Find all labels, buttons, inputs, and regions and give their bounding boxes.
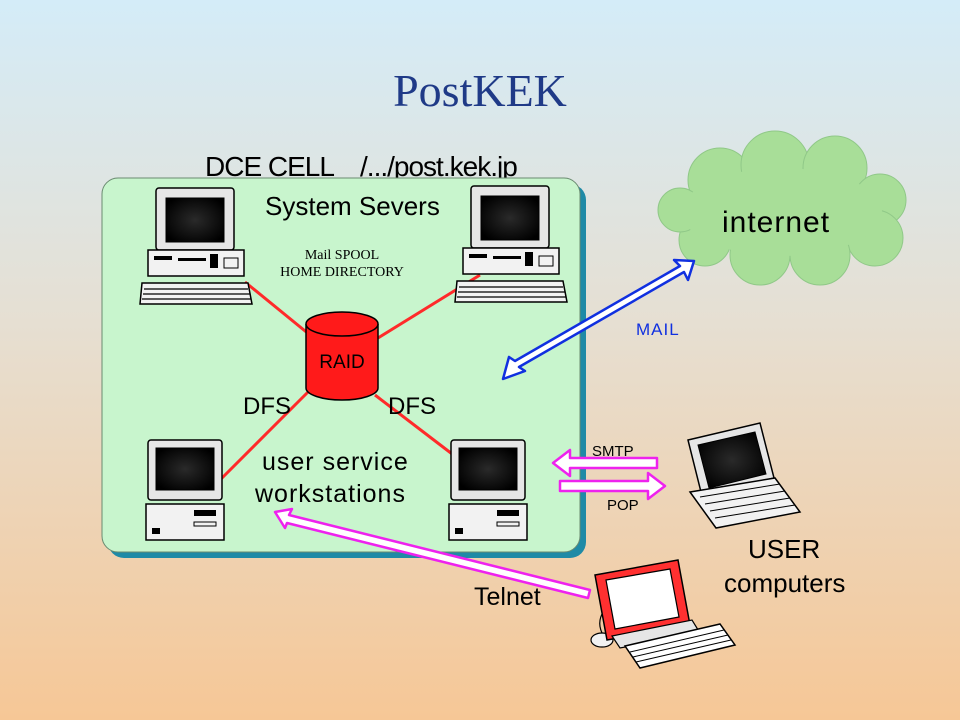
page-title: PostKEK	[393, 65, 567, 116]
workstations-label: workstations	[254, 480, 406, 508]
dfs-right-label: DFS	[388, 393, 436, 420]
pop-arrow	[558, 471, 667, 501]
raid-storage-icon	[305, 311, 379, 401]
smtp-label: SMTP	[592, 443, 634, 460]
system-servers-label: System Severs	[265, 191, 440, 221]
computers-label: computers	[724, 568, 845, 598]
mail-label: MAIL	[636, 320, 680, 339]
laptop-icon	[687, 422, 802, 529]
internet-label: internet	[722, 206, 830, 239]
workstation-left-icon	[145, 439, 225, 541]
terminal-computer-icon	[590, 559, 737, 669]
home-directory-label: HOME DIRECTORY	[280, 265, 404, 280]
server-computer-left-icon	[139, 187, 253, 305]
server-computer-right-icon	[454, 185, 568, 303]
smtp-arrow	[551, 448, 659, 478]
user-service-label: user service	[262, 448, 409, 476]
internet-cloud-icon	[657, 130, 907, 286]
workstation-right-icon	[448, 439, 528, 541]
user-label: USER	[748, 534, 820, 564]
mail-spool-label: Mail SPOOL	[305, 248, 379, 263]
raid-label: RAID	[319, 352, 364, 373]
dce-cell-label: DCE CELL /.../post.kek.jp	[205, 151, 517, 182]
telnet-arrow	[273, 507, 592, 600]
telnet-label: Telnet	[474, 583, 541, 611]
mail-arrow	[501, 258, 696, 381]
dfs-left-label: DFS	[243, 393, 291, 420]
pop-label: POP	[607, 497, 639, 514]
